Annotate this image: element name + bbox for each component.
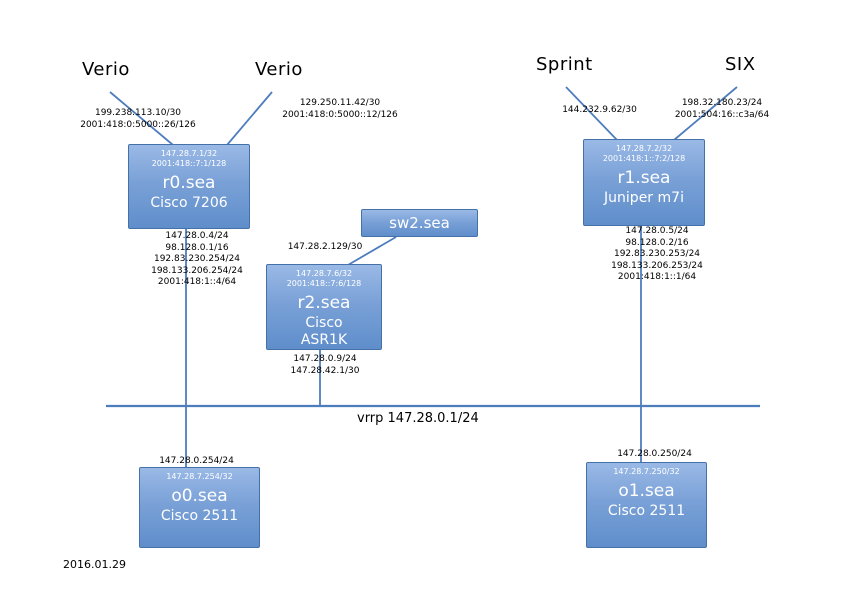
node-r1-model: Juniper m7i bbox=[604, 190, 684, 206]
annotation-r0-lan: 147.28.0.4/24 98.128.0.1/16 192.83.230.2… bbox=[151, 231, 243, 287]
link-six-r1 bbox=[673, 86, 738, 141]
link-verio2-r0 bbox=[226, 91, 273, 146]
link-sprint-r1 bbox=[565, 86, 618, 141]
node-o1: 147.28.7.250/32 o1.sea Cisco 2511 bbox=[586, 462, 707, 548]
vrrp-bus-label: vrrp 147.28.0.1/24 bbox=[357, 411, 479, 426]
node-o0: 147.28.7.254/32 o0.sea Cisco 2511 bbox=[139, 467, 260, 548]
node-o1-loopbacks: 147.28.7.250/32 bbox=[613, 467, 680, 476]
provider-label-sprint: Sprint bbox=[536, 54, 593, 75]
annotation-r1-lan: 147.28.0.5/24 98.128.0.2/16 192.83.230.2… bbox=[611, 226, 703, 282]
annotation-six-link: 198.32.180.23/24 2001:504:16::c3a/64 bbox=[674, 98, 770, 120]
node-r0-loopbacks: 147.28.7.1/32 2001:418::7:1/128 bbox=[151, 149, 227, 168]
node-r2: 147.28.7.6/32 2001:418::7:6/128 r2.sea C… bbox=[266, 264, 382, 350]
node-o0-model: Cisco 2511 bbox=[160, 508, 239, 524]
node-o1-model: Cisco 2511 bbox=[607, 503, 686, 519]
node-r2-loopbacks: 147.28.7.6/32 2001:418::7:6/128 bbox=[286, 269, 362, 288]
node-r0-name: r0.sea bbox=[162, 173, 216, 193]
annotation-verio2-link: 129.250.11.42/30 2001:418:0:5000::12/126 bbox=[282, 98, 398, 120]
node-r2-name: r2.sea bbox=[297, 293, 351, 313]
annotation-o1-lan: 147.28.0.250/24 bbox=[617, 449, 692, 459]
node-sw2-name: sw2.sea bbox=[389, 214, 450, 232]
node-o0-name: o0.sea bbox=[171, 486, 228, 506]
provider-label-six: SIX bbox=[725, 54, 756, 75]
provider-label-verio-1: Verio bbox=[82, 59, 130, 80]
node-o0-loopbacks: 147.28.7.254/32 bbox=[166, 472, 233, 481]
node-r0: 147.28.7.1/32 2001:418::7:1/128 r0.sea C… bbox=[128, 144, 250, 229]
node-r0-model: Cisco 7206 bbox=[150, 195, 228, 211]
annotation-sprint-link: 144.232.9.62/30 bbox=[562, 105, 637, 115]
node-o1-name: o1.sea bbox=[618, 481, 675, 501]
annotation-verio1-link: 199.238.113.10/30 2001:418:0:5000::26/12… bbox=[80, 108, 196, 130]
node-r2-model: Cisco ASR1K bbox=[300, 315, 348, 348]
annotation-o0-lan: 147.28.0.254/24 bbox=[159, 456, 234, 466]
node-sw2: sw2.sea bbox=[361, 209, 478, 237]
link-sw2-r2 bbox=[347, 236, 397, 266]
node-r1-loopbacks: 147.28.7.2/32 2001:418:1::7:2/128 bbox=[602, 144, 686, 163]
provider-label-verio-2: Verio bbox=[255, 59, 303, 80]
annotation-r2-uplink: 147.28.2.129/30 bbox=[287, 242, 363, 252]
diagram-date: 2016.01.29 bbox=[63, 558, 126, 571]
link-verio1-r0 bbox=[109, 91, 174, 146]
node-r1: 147.28.7.2/32 2001:418:1::7:2/128 r1.sea… bbox=[583, 139, 705, 226]
annotation-r2-lan: 147.28.0.9/24 147.28.42.1/30 bbox=[290, 354, 360, 376]
node-r1-name: r1.sea bbox=[617, 168, 671, 188]
